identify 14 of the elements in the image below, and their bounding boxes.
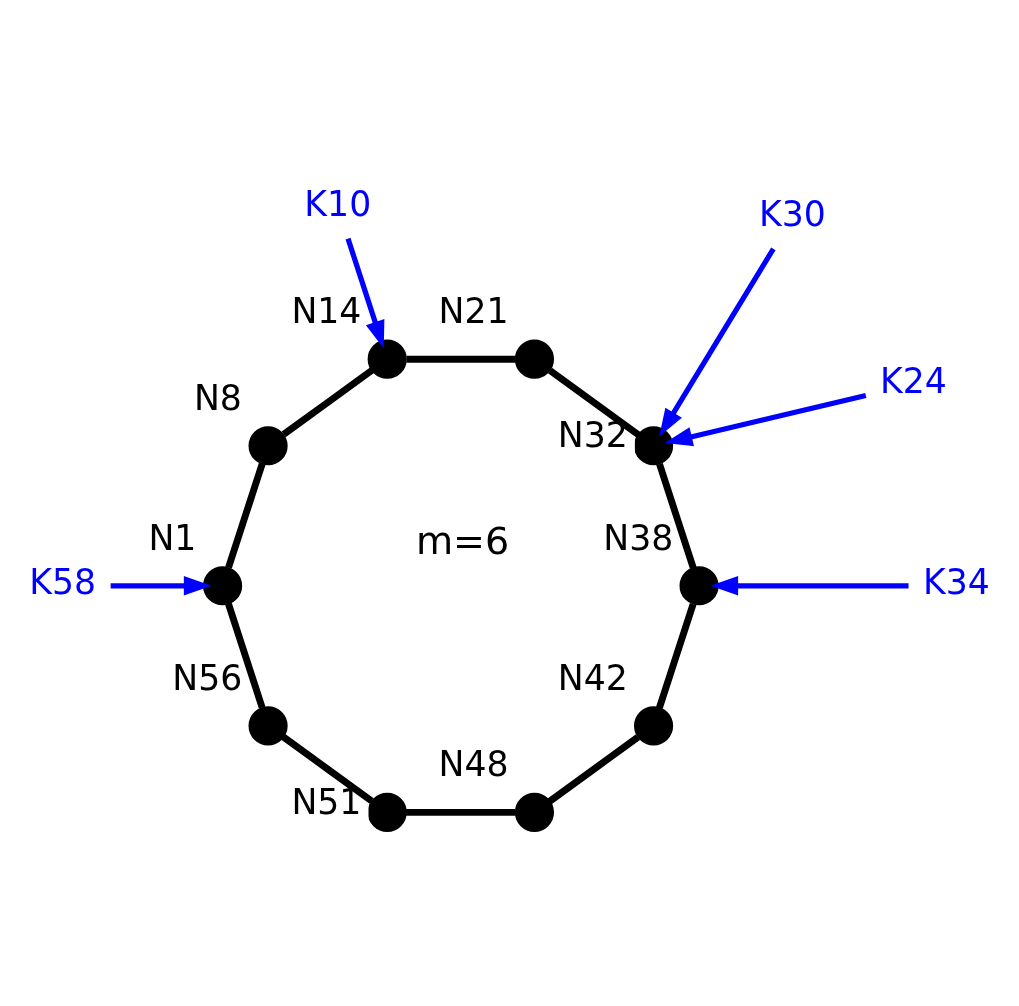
node-text: K10 — [304, 183, 372, 224]
label: m=6 — [415, 518, 510, 563]
node-label: N14 — [291, 290, 362, 331]
node-label: N42 — [557, 657, 628, 698]
node-label: N1 — [148, 517, 197, 558]
node-label: N56 — [172, 657, 243, 698]
node-label: N48 — [438, 743, 509, 784]
node-label: N21 — [438, 290, 509, 331]
node-label: N38 — [603, 517, 674, 558]
node-text: K24 — [880, 360, 947, 401]
node-text: K58 — [29, 561, 97, 602]
node-text: K30 — [758, 193, 826, 234]
node-text: K34 — [922, 561, 990, 602]
node-label: N8 — [193, 377, 242, 418]
